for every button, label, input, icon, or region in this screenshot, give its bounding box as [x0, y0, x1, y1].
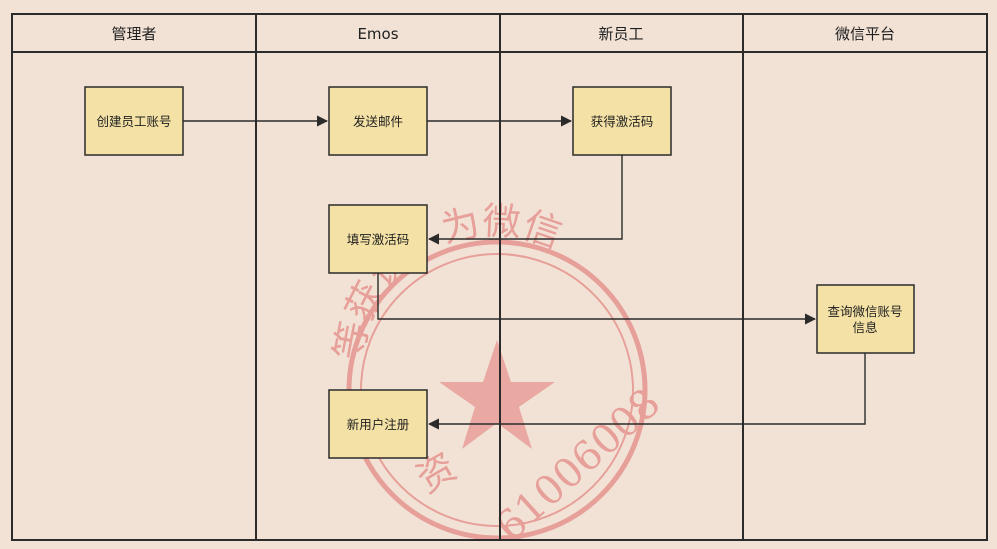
lane-title-emos: Emos: [357, 25, 398, 43]
node-label: 填写激活码: [347, 232, 410, 247]
node-query-wechat-info[interactable]: 查询微信账号 信息: [816, 284, 915, 354]
edge-get-to-fill: [427, 155, 623, 245]
node-label: 发送邮件: [353, 114, 403, 129]
node-label: 新用户注册: [347, 417, 410, 432]
lane-title-new-employee: 新员工: [598, 25, 643, 43]
lane-title-admin: 管理者: [111, 25, 156, 43]
node-label: 创建员工账号: [96, 114, 171, 129]
node-create-account[interactable]: 创建员工账号: [84, 86, 184, 156]
node-get-activation-code[interactable]: 获得激活码: [572, 86, 672, 156]
lane-title-wechat-platform: 微信平台: [835, 25, 895, 43]
node-label: 获得激活码: [591, 114, 654, 129]
edge-query-to-register: [427, 353, 866, 430]
star-icon: [439, 340, 555, 449]
node-new-user-register[interactable]: 新用户注册: [328, 389, 428, 459]
node-fill-activation-code[interactable]: 填写激活码: [328, 204, 428, 274]
node-label-line2: 信息: [852, 320, 877, 335]
edge-fill-to-query: [377, 273, 817, 325]
node-label-line1: 查询微信账号: [827, 304, 902, 319]
node-send-email[interactable]: 发送邮件: [328, 86, 428, 156]
